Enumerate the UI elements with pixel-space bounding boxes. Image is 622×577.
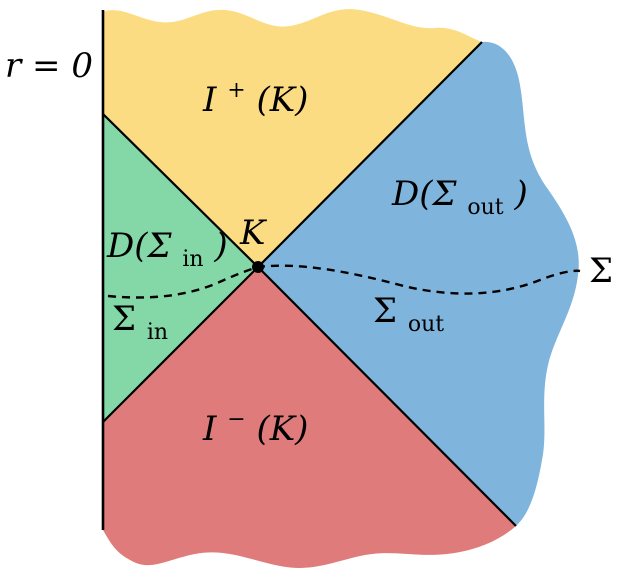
sigma-in-subscript: in [147,320,168,345]
future-region [103,9,482,267]
inner-domain-label: D(Σ in ) [106,226,228,275]
cauchy-surface [107,264,581,299]
past-superscript: − [227,407,245,432]
center-axis-label: r = 0 [5,46,93,86]
point-k [252,261,264,273]
point-k-label: K [239,213,268,253]
sigma-in-base: Σ [112,299,136,339]
outer-domain-symbol: D(Σ [391,174,458,214]
past-region-label: I − (K) [202,395,308,449]
past-cone-left-edge [102,266,259,423]
inner-domain-region [103,114,258,422]
sigma-out-label: Σ out [373,291,444,337]
future-cone-left-edge [102,113,259,268]
future-cone-right-edge [257,41,483,268]
outer-domain-label: D(Σ out ) [391,174,528,223]
outer-domain-subscript: out [467,195,503,220]
sigma-in-label: Σ in [112,299,168,345]
future-region-label: I + (K) [202,66,308,120]
past-cone-right-edge [257,266,517,527]
inner-domain-symbol: D(Σ [106,226,173,266]
sigma-out-subscript: out [408,312,444,337]
outer-domain-region [258,41,579,526]
outer-domain-closing: ) [513,174,527,214]
sigma-out-base: Σ [373,291,397,331]
future-argument: (K) [257,80,309,120]
inner-domain-subscript: in [182,247,203,272]
future-symbol: I [202,80,217,120]
past-region [103,267,516,568]
inner-domain-closing: ) [213,226,227,266]
past-argument: (K) [257,409,309,449]
surface-label: Σ [589,251,613,291]
future-superscript: + [227,78,245,103]
past-symbol: I [202,409,217,449]
